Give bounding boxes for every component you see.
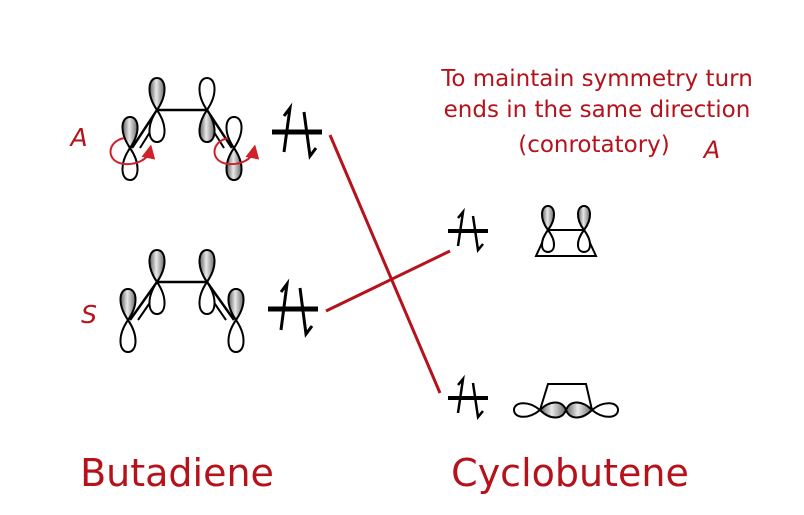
- p-lobe: [198, 280, 216, 316]
- electron-down-arrow: [471, 382, 484, 420]
- p-lobe: [541, 204, 555, 232]
- butadiene-label: Butadiene: [80, 451, 274, 495]
- p-lobe: [577, 228, 591, 254]
- energy-level-cyclobutene-lower: [448, 374, 488, 420]
- p-lobe: [148, 108, 166, 144]
- cyclobutene-label: Cyclobutene: [451, 451, 689, 495]
- p-lobe: [227, 318, 245, 354]
- electron-up-arrow: [456, 207, 465, 247]
- note-line-3: (conrotatory): [518, 132, 670, 158]
- butadiene-orbital-s: [119, 248, 245, 354]
- p-lobe: [198, 248, 216, 284]
- energy-level-butadiene-upper: [272, 102, 322, 160]
- p-lobe: [148, 76, 166, 112]
- p-lobe: [227, 287, 245, 322]
- skeleton-bonds: [130, 108, 234, 149]
- energy-level-butadiene-lower: [268, 278, 318, 338]
- p-lobe: [119, 318, 137, 354]
- conrotatory-note: To maintain symmetry turn ends in the sa…: [440, 66, 753, 164]
- symmetry-label-lower: S: [81, 300, 97, 329]
- sp3-lobe: [538, 401, 568, 419]
- p-lobe: [148, 248, 166, 284]
- rotation-arrow-left: [109, 137, 156, 166]
- p-lobe: [541, 228, 555, 254]
- p-lobe: [148, 280, 166, 316]
- p-lobe: [577, 204, 591, 232]
- note-symmetry-label: A: [702, 136, 720, 164]
- p-lobe: [225, 115, 243, 150]
- electron-down-arrow: [302, 111, 318, 160]
- sp3-lobe: [512, 402, 542, 418]
- electron-up-arrow: [279, 278, 290, 331]
- symmetry-label-upper: A: [68, 123, 87, 152]
- electron-down-arrow: [298, 287, 314, 338]
- correlation-line-a: [328, 134, 442, 394]
- cyclobutene-pi-orbital: [534, 204, 598, 257]
- energy-level-cyclobutene-upper: [448, 207, 488, 253]
- skeleton-bonds: [128, 280, 236, 321]
- cyclobutene-sigma-orbital: [512, 383, 620, 419]
- electron-up-arrow: [282, 102, 293, 153]
- electron-down-arrow: [471, 215, 484, 253]
- note-line-1: To maintain symmetry turn: [440, 66, 753, 92]
- butadiene-orbital-a: [109, 76, 260, 182]
- rotation-arrow-right: [213, 137, 260, 166]
- ring-skeleton: [539, 383, 593, 411]
- p-lobe: [198, 108, 216, 144]
- sp3-lobe: [564, 401, 594, 419]
- p-lobe: [119, 287, 137, 322]
- p-lobe: [198, 76, 216, 112]
- correlation-line-s: [325, 249, 451, 313]
- note-line-2: ends in the same direction: [444, 97, 751, 123]
- electron-up-arrow: [456, 374, 465, 414]
- sp3-lobe: [590, 402, 620, 418]
- p-lobe: [121, 115, 139, 150]
